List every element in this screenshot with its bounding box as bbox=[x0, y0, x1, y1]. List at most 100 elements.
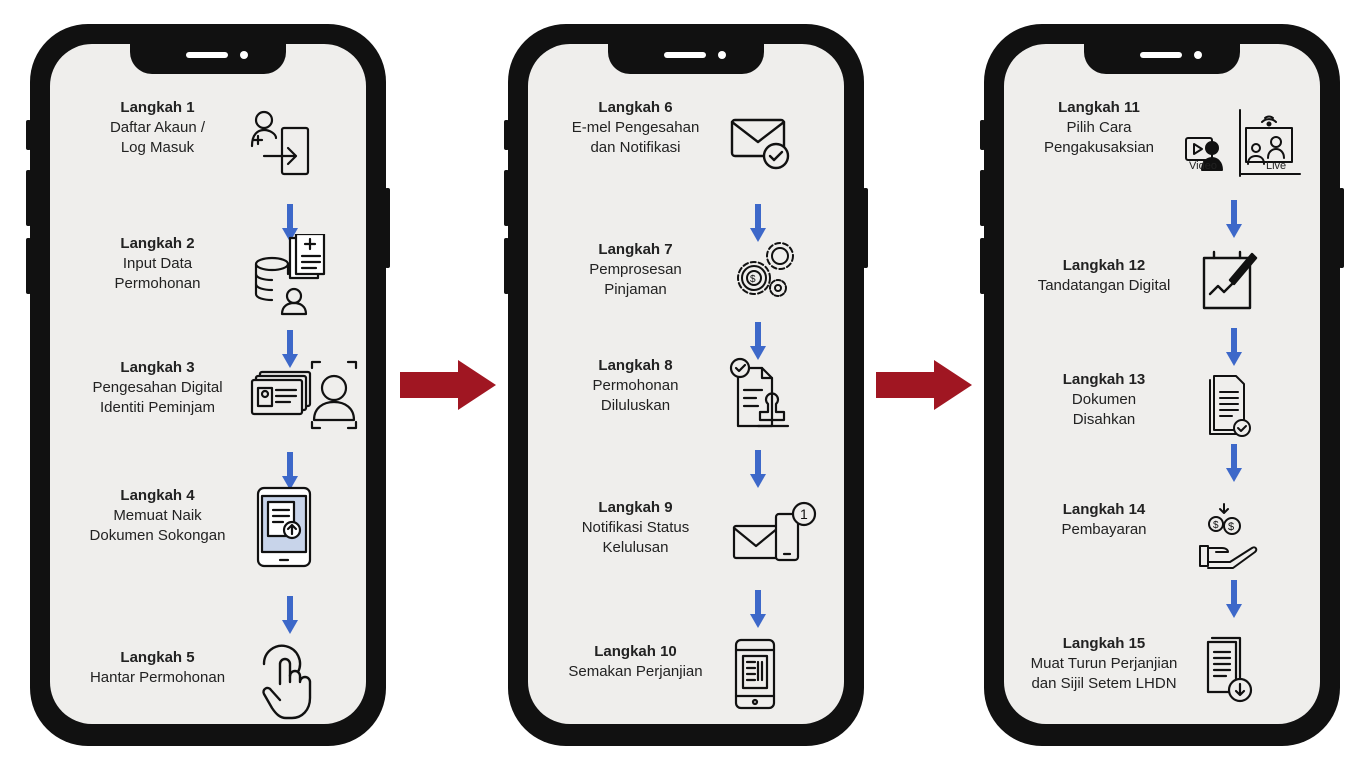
side-button bbox=[980, 170, 985, 226]
step-label: Tandatangan Digital bbox=[1037, 277, 1171, 294]
step-label: Input Data bbox=[122, 255, 193, 272]
side-button bbox=[385, 188, 390, 268]
step-title: Langkah 6 bbox=[598, 99, 673, 116]
down-arrow bbox=[282, 452, 298, 490]
step-label: Memuat Naik bbox=[113, 507, 202, 524]
step-label: Daftar Akaun / bbox=[109, 119, 206, 136]
step-1: Langkah 1 Daftar Akaun / Log Masuk bbox=[50, 98, 366, 188]
down-arrow bbox=[750, 204, 766, 242]
step-13: Langkah 13 Dokumen Disahkan bbox=[1004, 370, 1320, 460]
step-title: Langkah 2 bbox=[120, 235, 195, 252]
digital-signature-icon bbox=[1202, 250, 1258, 310]
down-arrow bbox=[750, 450, 766, 488]
phone-screen: Langkah 11 Pilih Cara Pengakusaksian Vid bbox=[1004, 44, 1320, 724]
down-arrow bbox=[282, 596, 298, 634]
gears-dollar-icon: $ bbox=[737, 242, 794, 297]
side-button bbox=[26, 170, 31, 226]
step-7: Langkah 7 Pemprosesan Pinjaman $ bbox=[528, 234, 844, 324]
id-card-face-scan-icon bbox=[250, 360, 358, 430]
step-label: Pinjaman bbox=[604, 281, 667, 298]
down-arrow bbox=[750, 590, 766, 628]
step-title: Langkah 4 bbox=[120, 487, 195, 504]
step-title: Langkah 9 bbox=[598, 499, 673, 516]
svg-text:$: $ bbox=[750, 274, 756, 285]
svg-text:$: $ bbox=[1213, 520, 1219, 531]
phone-document-icon bbox=[734, 638, 776, 710]
side-button bbox=[980, 238, 985, 294]
step-label: Disahkan bbox=[1072, 411, 1136, 428]
step-label: Log Masuk bbox=[120, 139, 195, 156]
step-label: Hantar Permohonan bbox=[89, 669, 226, 686]
step-label: dan Sijil Setem LHDN bbox=[1031, 675, 1177, 692]
mail-notification-icon: 1 bbox=[732, 501, 817, 562]
step-title: Langkah 5 bbox=[120, 649, 195, 666]
notch bbox=[608, 42, 764, 74]
live-option-label: Live bbox=[1266, 160, 1287, 172]
email-check-icon bbox=[730, 118, 790, 170]
phone-screen: Langkah 1 Daftar Akaun / Log Masuk Langk… bbox=[50, 44, 366, 724]
step-label: Dokumen Sokongan bbox=[89, 527, 226, 544]
step-label: Identiti Peminjam bbox=[99, 399, 216, 416]
step-12: Langkah 12 Tandatangan Digital bbox=[1004, 234, 1320, 324]
video-option-label: Video bbox=[1189, 160, 1217, 172]
down-arrow bbox=[1226, 328, 1242, 366]
step-label: Notifikasi Status bbox=[581, 519, 690, 536]
phone-3: Langkah 11 Pilih Cara Pengakusaksian Vid bbox=[980, 24, 1344, 746]
video-live-icon bbox=[1185, 109, 1301, 177]
step-title: Langkah 15 bbox=[1062, 635, 1146, 652]
step-label: Permohonan bbox=[592, 377, 679, 394]
download-document-icon bbox=[1206, 636, 1253, 703]
step-label: Kelulusan bbox=[602, 539, 669, 556]
step-label: Pemprosesan bbox=[589, 261, 682, 278]
step-title: Langkah 10 bbox=[594, 643, 677, 660]
notch bbox=[1084, 42, 1240, 74]
step-label: E-mel Pengesahan bbox=[571, 119, 700, 136]
step-label: Pengakusaksian bbox=[1043, 139, 1155, 156]
down-arrow bbox=[1226, 444, 1242, 482]
down-arrow bbox=[1226, 200, 1242, 238]
step-5: Langkah 5 Hantar Permohonan bbox=[50, 640, 366, 724]
step-9: Langkah 9 Notifikasi Status Kelulusan 1 bbox=[528, 484, 844, 574]
step-3: Langkah 3 Pengesahan Digital Identiti Pe… bbox=[50, 358, 366, 448]
step-2: Langkah 2 Input Data Permohonan bbox=[50, 234, 366, 324]
down-arrow bbox=[750, 322, 766, 360]
step-title: Langkah 13 bbox=[1062, 371, 1146, 388]
step-label: Pilih Cara bbox=[1066, 119, 1132, 136]
step-label: Muat Turun Perjanjian bbox=[1030, 655, 1178, 672]
side-button bbox=[504, 238, 509, 294]
step-title: Langkah 1 bbox=[120, 99, 195, 116]
side-button bbox=[863, 188, 868, 268]
approved-document-icon bbox=[729, 357, 790, 428]
touch-icon bbox=[262, 644, 312, 720]
step-title: Langkah 7 bbox=[598, 241, 673, 258]
verified-document-icon bbox=[1209, 375, 1251, 437]
down-arrow bbox=[1226, 580, 1242, 618]
phone-screen: Langkah 6 E-mel Pengesahan dan Notifikas… bbox=[528, 44, 844, 724]
phone-2: Langkah 6 E-mel Pengesahan dan Notifikas… bbox=[504, 24, 868, 746]
side-button bbox=[504, 120, 509, 150]
step-label: Permohonan bbox=[114, 275, 201, 292]
side-button bbox=[26, 238, 31, 294]
step-4: Langkah 4 Memuat Naik Dokumen Sokongan bbox=[50, 486, 366, 576]
side-button bbox=[504, 170, 509, 226]
step-label: Dokumen bbox=[1071, 391, 1137, 408]
step-15: Langkah 15 Muat Turun Perjanjian dan Sij… bbox=[1004, 634, 1320, 724]
step-10: Langkah 10 Semakan Perjanjian bbox=[528, 634, 844, 724]
down-arrow bbox=[282, 330, 298, 368]
step-title: Langkah 12 bbox=[1062, 257, 1146, 274]
side-button bbox=[980, 120, 985, 150]
step-6: Langkah 6 E-mel Pengesahan dan Notifikas… bbox=[528, 98, 844, 188]
payment-icon: $ $ bbox=[1199, 503, 1258, 569]
phone-upload-icon bbox=[256, 486, 312, 568]
step-11: Langkah 11 Pilih Cara Pengakusaksian Vid bbox=[1004, 98, 1320, 188]
database-form-icon bbox=[254, 234, 326, 316]
svg-text:1: 1 bbox=[800, 506, 808, 522]
step-label: Semakan Perjanjian bbox=[568, 663, 703, 680]
down-arrow bbox=[282, 204, 298, 242]
svg-text:$: $ bbox=[1228, 521, 1234, 533]
step-label: Diluluskan bbox=[600, 397, 671, 414]
step-label: Pembayaran bbox=[1061, 521, 1147, 538]
phone-1: Langkah 1 Daftar Akaun / Log Masuk Langk… bbox=[26, 24, 390, 746]
step-14: Langkah 14 Pembayaran $ $ bbox=[1004, 500, 1320, 590]
step-8: Langkah 8 Permohonan Diluluskan bbox=[528, 354, 844, 444]
